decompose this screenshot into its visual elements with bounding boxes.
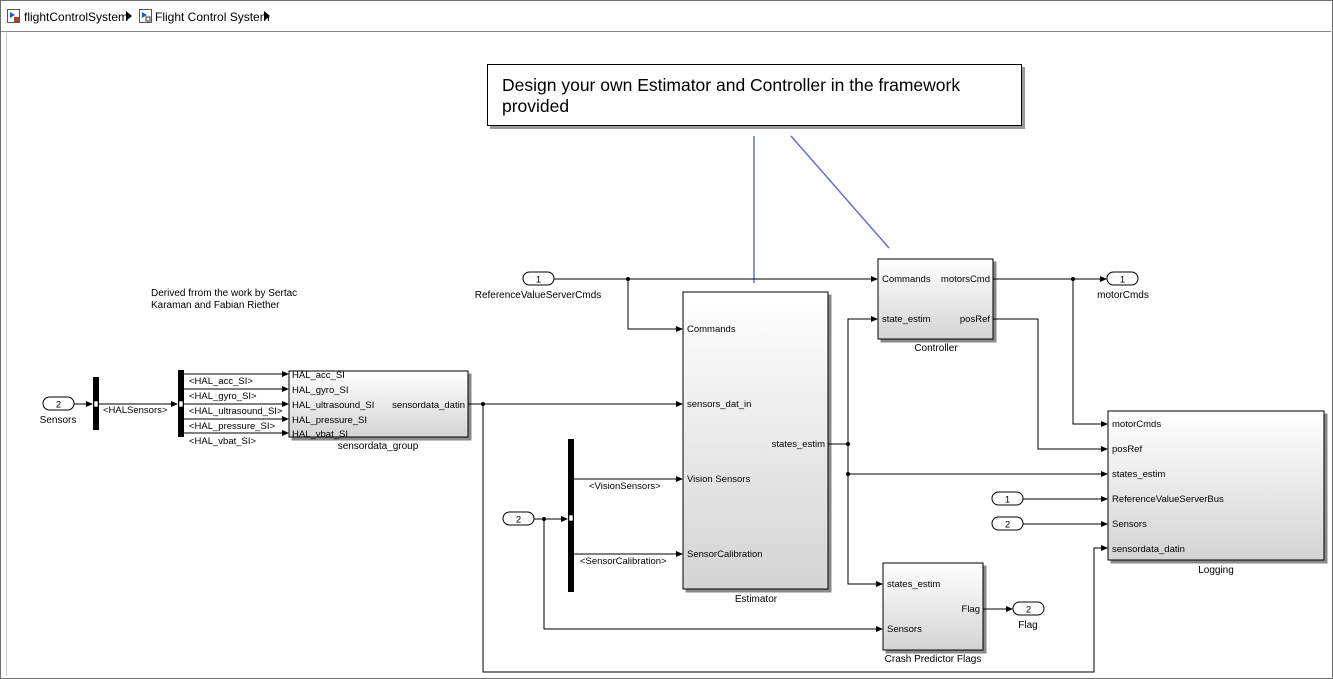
breadcrumb-model-link[interactable]: flightControlSystem [24,10,129,24]
signal-line[interactable] [543,519,883,632]
inport-vision-number: 2 [516,515,521,526]
breadcrumb-subsystem-link[interactable]: Flight Control System [155,10,270,24]
block-port-label: motorCmds [1112,419,1161,430]
block-port-label: Vision Sensors [687,474,750,485]
outport-motorcmds-number: 1 [1120,275,1125,286]
credit-annotation: Derived frrom the work by Sertac Karaman… [151,288,298,311]
branch-point [481,402,485,406]
estimator-block[interactable] [682,291,829,590]
outport-flag-number: 2 [1026,605,1031,616]
logging-inport-1-number: 1 [1005,495,1010,506]
signal-line[interactable] [627,279,683,332]
block-port-label: HAL_vbat_SI [292,429,348,440]
signal-line[interactable] [482,404,1108,673]
block-port-label: Commands [687,324,736,335]
inport-sensors-label: Sensors [40,415,77,426]
block-port-label: sensordata_datin [392,400,465,411]
sensordata-group-title: sensordata_group [338,441,419,452]
branch-point [1071,277,1075,281]
signal-label-calibration: <SensorCalibration> [580,556,667,567]
branch-point [846,472,850,476]
block-port-label: HAL_pressure_SI [292,415,367,426]
block-port-label: Sensors [1112,519,1147,530]
outport-flag[interactable] [1012,601,1045,616]
breadcrumb: flightControlSystem Flight Control Syste… [1,1,1331,32]
block-port-label: Sensors [887,624,922,635]
annotation-text: Design your own Estimator and Controller… [502,75,961,116]
signal-label-hal: <HAL_ultrasound_SI> [189,406,283,417]
annotation-box[interactable]: Design your own Estimator and Controller… [487,64,1022,126]
block-port-label: states_estim [1112,469,1165,480]
signal-label-hal: <HAL_pressure_SI> [189,421,276,432]
diagram-canvas[interactable] [6,33,1333,676]
estimator-title: Estimator [735,594,778,605]
signal-line[interactable] [847,444,883,587]
block-port-label: posRef [960,314,990,325]
signal-line[interactable] [1072,279,1108,427]
branch-point [542,517,546,521]
model-icon[interactable] [7,9,20,23]
block-port-label: posRef [1112,444,1142,455]
outport-motorcmds-label: motorCmds [1097,290,1149,301]
branch-point [846,442,850,446]
crash-predictor-title: Crash Predictor Flags [885,654,982,665]
inport-reference-label: ReferenceValueServerCmds [475,290,602,301]
block-port-label: Flag [962,604,980,615]
inport-reference-number: 1 [536,275,541,286]
block-port-label: states_estim [772,439,825,450]
bus-selector-port-icon [93,400,99,408]
block-port-label: state_estim [882,314,931,325]
block-port-label: HAL_ultrasound_SI [292,400,374,411]
block-port-label: Commands [882,274,931,285]
inport-sensors-number: 2 [56,400,61,411]
signal-line[interactable] [993,318,1108,452]
branch-point [626,277,630,281]
annotation-connector [790,135,890,249]
subsystem-icon[interactable] [139,9,152,23]
block-port-label: sensordata_datin [1112,544,1185,555]
logging-inport-2-number: 2 [1005,520,1010,531]
bus-selector-port-icon [568,514,574,522]
signal-label-hal: <HAL_vbat_SI> [189,436,257,447]
controller-title: Controller [914,343,958,354]
block-port-label: HAL_acc_SI [292,370,345,381]
breadcrumb-separator-icon[interactable] [264,11,270,21]
signal-label-halsensors: <HALSensors> [103,405,168,416]
outport-motorcmds[interactable] [1106,271,1139,286]
block-port-label: motorsCmd [941,274,990,285]
block-port-label: SensorCalibration [687,549,763,560]
outport-flag-label: Flag [1018,620,1037,631]
block-port-label: sensors_dat_in [687,399,751,410]
controller-block[interactable] [877,258,994,340]
block-port-label: HAL_gyro_SI [292,385,349,396]
block-port-label: ReferenceValueServerBus [1112,494,1224,505]
block-port-label: states_estim [887,579,940,590]
bus-selector-port-icon [178,400,184,408]
signal-label-vision: <VisionSensors> [589,481,661,492]
signal-line[interactable] [847,316,878,444]
logging-block[interactable] [1107,410,1325,561]
signal-label-hal: <HAL_acc_SI> [189,376,253,387]
signal-label-hal: <HAL_gyro_SI> [189,391,257,402]
breadcrumb-separator-icon[interactable] [126,11,132,21]
crash-predictor-block[interactable] [882,562,984,651]
logging-title: Logging [1198,565,1234,576]
